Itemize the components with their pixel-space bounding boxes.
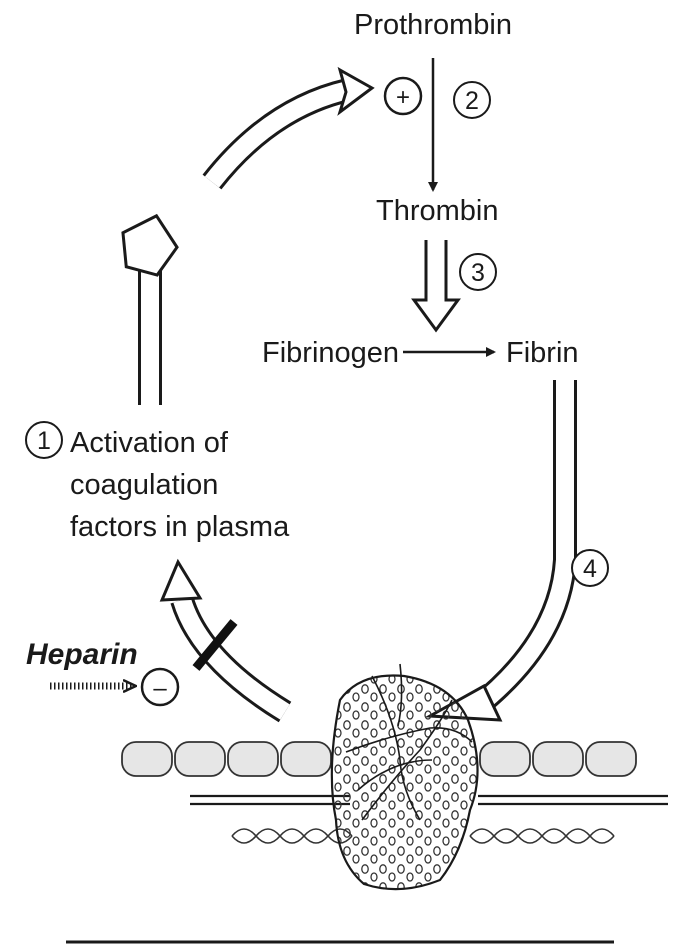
plus-sign-circle: + [385, 78, 421, 114]
thrombin-label: Thrombin [376, 195, 499, 227]
step-1-badge: 1 [26, 422, 62, 458]
activation-line-2: coagulation [70, 469, 218, 501]
activation-line-3: factors in plasma [70, 511, 290, 543]
step-2-number: 2 [465, 87, 479, 115]
step-2-badge: 2 [454, 82, 490, 118]
plus-sign: + [396, 84, 410, 111]
minus-sign: – [153, 675, 167, 702]
activation-line-1: Activation of [70, 427, 229, 459]
thrombin-catalysis-arrow [414, 240, 458, 330]
heparin-label: Heparin [26, 638, 138, 671]
fibrin-to-clot-arrow [430, 380, 565, 720]
prothrombin-label: Prothrombin [354, 9, 512, 41]
fibrin-label: Fibrin [506, 337, 579, 369]
fibrin-clot [332, 664, 478, 889]
step-4-number: 4 [583, 555, 597, 583]
minus-sign-circle: – [142, 669, 178, 705]
fibrinogen-label: Fibrinogen [262, 337, 399, 369]
step-4-badge: 4 [572, 550, 608, 586]
step-1-number: 1 [37, 427, 51, 455]
step-3-badge: 3 [460, 254, 496, 290]
step-3-number: 3 [471, 259, 485, 287]
